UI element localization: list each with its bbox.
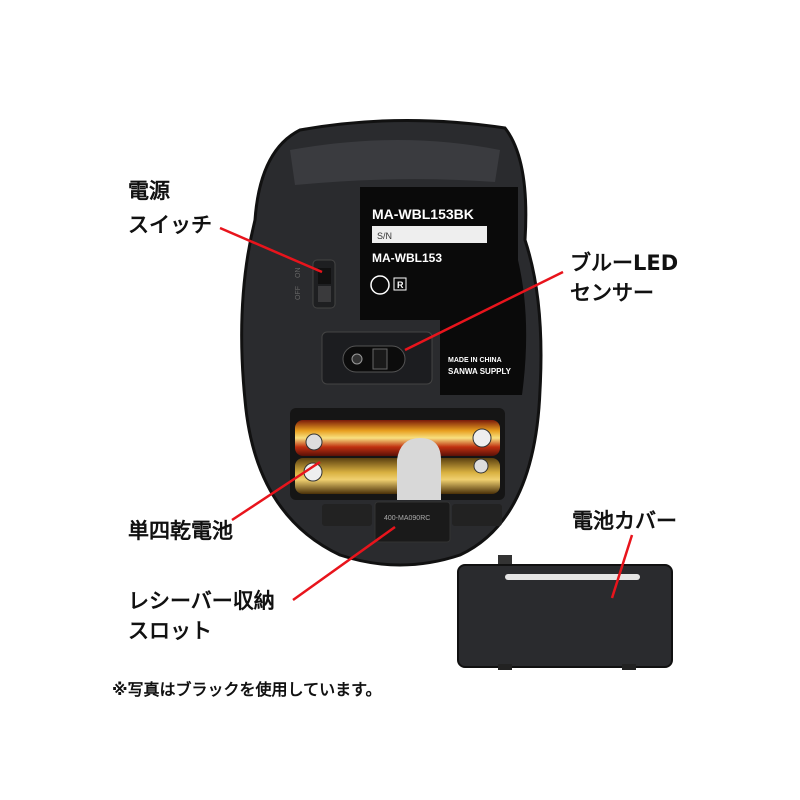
brand: SANWA SUPPLY xyxy=(448,367,512,376)
callout-receiver-slot-line2: スロット xyxy=(128,619,212,643)
battery-compartment xyxy=(290,408,505,500)
battery-cover xyxy=(457,555,673,670)
receiver-slot[interactable]: 400-MA090RC xyxy=(322,501,502,543)
label-plate: MA-WBL153BK S/N MA-WBL153 R MADE IN CHIN… xyxy=(360,187,527,395)
model-short: MA-WBL153 xyxy=(372,251,442,265)
blue-led-sensor xyxy=(321,331,433,385)
callout-blue-led-line1: ブルーLED xyxy=(570,251,678,275)
serial-label: S/N xyxy=(377,231,392,241)
callout-aaa-battery: 単四乾電池 xyxy=(128,519,233,543)
callout-power-switch-line2: スイッチ xyxy=(128,213,212,237)
battery-ribbon xyxy=(397,438,441,500)
mouse-button-area xyxy=(290,140,500,185)
callout-power-switch-line1: 電源 xyxy=(128,179,170,203)
switch-off-label: OFF xyxy=(295,286,302,300)
switch-on-label: ON xyxy=(295,268,302,279)
battery-aaa xyxy=(295,420,500,456)
made-in: MADE IN CHINA xyxy=(448,357,502,364)
giteki-mark-icon xyxy=(370,275,390,295)
receiver-slot-text: 400-MA090RC xyxy=(384,515,430,522)
model-number: MA-WBL153BK xyxy=(372,206,474,222)
registered-mark: R xyxy=(397,280,404,290)
photo-note: ※写真はブラックを使用しています。 xyxy=(112,680,381,699)
callout-lines xyxy=(219,226,634,602)
callout-receiver-slot-line1: レシーバー収納 xyxy=(128,589,275,613)
callout-battery-cover: 電池カバー xyxy=(572,509,677,533)
callout-blue-led-line2: センサー xyxy=(570,281,654,305)
